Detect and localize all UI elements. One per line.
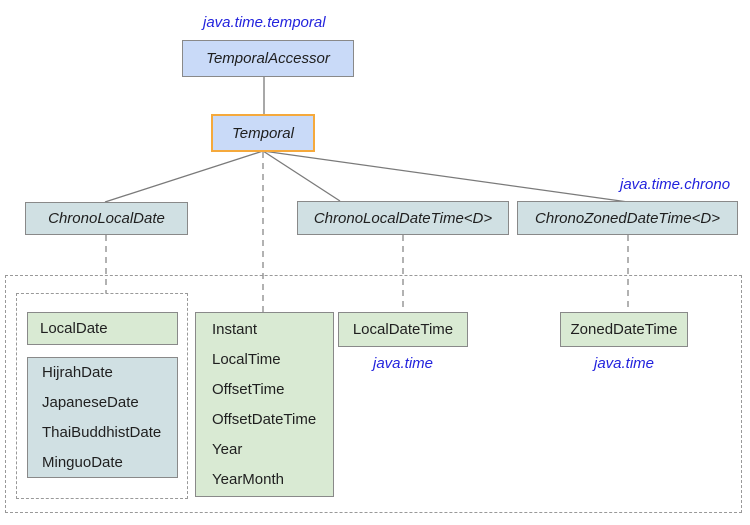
class-item-hijrah-date: HijrahDate <box>42 363 113 381</box>
class-list-time-core: Instant LocalTime OffsetTime OffsetDateT… <box>195 312 334 497</box>
class-list-chrono-date-impls: HijrahDate JapaneseDate ThaiBuddhistDate… <box>27 357 178 478</box>
class-item-offset-date-time: OffsetDateTime <box>212 410 317 428</box>
class-item-year-month: YearMonth <box>212 470 284 488</box>
class-item-thai-buddhist-date: ThaiBuddhistDate <box>42 423 162 441</box>
class-item-offset-time: OffsetTime <box>212 380 285 398</box>
class-item-japanese-date: JapaneseDate <box>42 393 139 411</box>
interface-box-temporal: Temporal <box>211 114 315 152</box>
interface-box-temporal-accessor: TemporalAccessor <box>182 40 354 77</box>
package-label-java-time-chrono: java.time.chrono <box>620 176 731 193</box>
edge-temporal-chronolocaldatetime <box>262 150 341 202</box>
class-box-local-date-time: LocalDateTime <box>338 312 468 347</box>
class-box-zoned-date-time: ZonedDateTime <box>560 312 688 347</box>
interface-box-chrono-local-date-time: ChronoLocalDateTime<D> <box>297 201 509 235</box>
class-item-minguo-date: MinguoDate <box>42 453 123 471</box>
edge-temporal-chronolocaldate <box>104 150 264 203</box>
outer-dashed-group <box>5 275 742 513</box>
package-label-java-time-temporal: java.time.temporal <box>203 14 326 31</box>
package-label-java-time-left: java.time <box>372 355 434 372</box>
edge-temporal-chronozoneddatetime <box>262 150 629 203</box>
interface-box-chrono-local-date: ChronoLocalDate <box>25 202 188 235</box>
package-label-java-time-right: java.time <box>593 355 655 372</box>
class-item-instant: Instant <box>212 320 258 338</box>
interface-box-chrono-zoned-date-time: ChronoZonedDateTime<D> <box>517 201 738 235</box>
chrono-date-dashed-group <box>16 293 188 499</box>
class-box-local-date: LocalDate <box>27 312 178 345</box>
class-item-local-time: LocalTime <box>212 350 281 368</box>
class-item-year: Year <box>212 440 243 458</box>
